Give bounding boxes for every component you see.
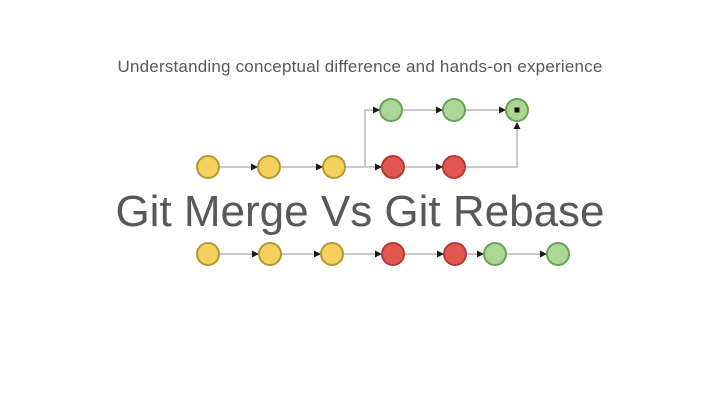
merge-feature-commit-2 (442, 98, 466, 122)
rebase-commit-1 (196, 242, 220, 266)
rebase-commit-4 (381, 242, 405, 266)
merge-feature-commit-1 (379, 98, 403, 122)
merge-master-commit-5 (442, 155, 466, 179)
rebase-commit-7 (546, 242, 570, 266)
git-rebase-diagram (196, 242, 570, 266)
rebase-commit-2 (258, 242, 282, 266)
merge-master-commit-3 (322, 155, 346, 179)
subtitle: Understanding conceptual difference and … (117, 57, 603, 76)
git-merge-diagram (196, 98, 529, 179)
merge-master-commit-2 (257, 155, 281, 179)
merge-commit-dot-icon (514, 107, 520, 113)
merge-master-commit-1 (196, 155, 220, 179)
rebase-commit-3 (320, 242, 344, 266)
branch-out-edge (364, 106, 380, 167)
rebase-commit-5 (443, 242, 467, 266)
merge-in-edge (465, 122, 521, 168)
rebase-commit-6 (483, 242, 507, 266)
main-title: Git Merge Vs Git Rebase (115, 187, 605, 236)
merge-master-commit-4 (381, 155, 405, 179)
